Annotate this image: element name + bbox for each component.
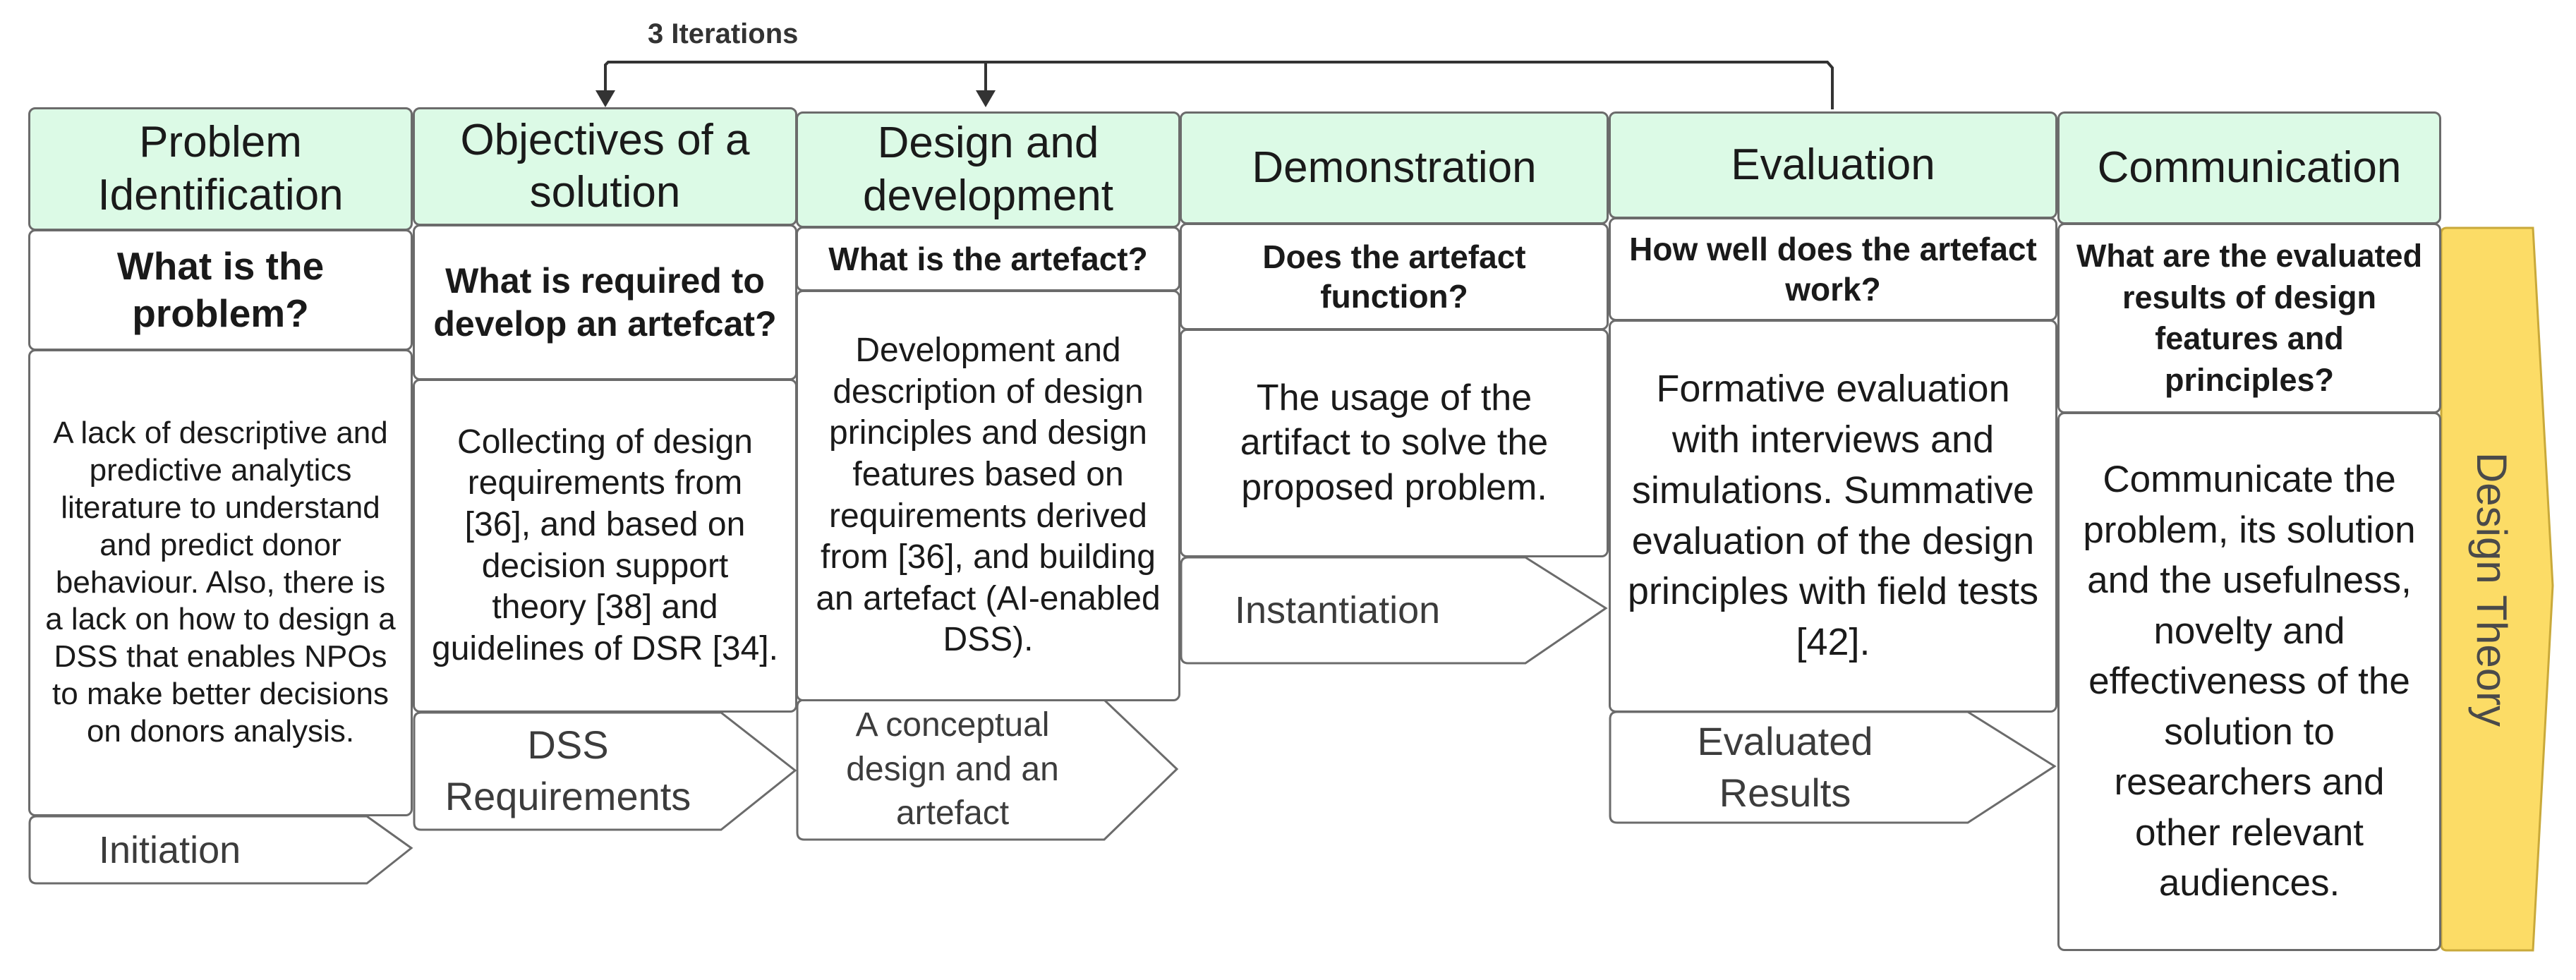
output-arrow-evaluated xyxy=(1609,710,2057,824)
stage-5-title: Evaluation xyxy=(1609,111,2057,219)
stage-4-title: Demonstration xyxy=(1180,111,1609,224)
stage-1-body: A lack of descriptive and predictive ana… xyxy=(28,349,413,816)
stage-6-body: Communicate the problem, its solution an… xyxy=(2057,412,2441,951)
stage-4-body: The usage of the artifact to solve the p… xyxy=(1180,329,1609,557)
design-theory-arrow xyxy=(2440,226,2554,952)
stage-2-question: What is required to develop an artefcat? xyxy=(413,224,797,380)
output-arrow-initiation xyxy=(28,815,413,885)
stage-5-body: Formative evaluation with interviews and… xyxy=(1609,320,2057,713)
stage-3-title: Design and development xyxy=(796,111,1180,228)
iteration-loop xyxy=(595,61,1834,109)
stage-1-output-label: Initiation xyxy=(99,828,241,871)
output-arrow-instantiation xyxy=(1180,556,1608,665)
design-theory-label: Design Theory xyxy=(2468,452,2516,727)
output-arrow-artefact xyxy=(796,698,1179,841)
iterations-label: 3 Iterations xyxy=(648,18,799,49)
stage-3-body: Development and description of design pr… xyxy=(796,290,1180,701)
stage-4-question: Does the artefact function? xyxy=(1180,223,1609,330)
stage-5-output-label: Evaluated Results xyxy=(1697,719,1873,815)
stage-1-title: Problem Identification xyxy=(28,107,413,231)
stage-3-question: What is the artefact? xyxy=(796,226,1180,291)
stage-6-question: What are the evaluated results of design… xyxy=(2057,223,2441,413)
output-arrow-requirements xyxy=(413,711,797,831)
stage-3-output-label: A conceptual design and an artefact xyxy=(846,706,1059,833)
stage-2-output-label: DSS Requirements xyxy=(445,722,691,818)
stage-1-question: What is the problem? xyxy=(28,229,413,351)
stage-5-question: How well does the artefact work? xyxy=(1609,217,2057,321)
stage-2-body: Collecting of design requirements from [… xyxy=(413,379,797,713)
stage-2-title: Objectives of a solution xyxy=(413,107,797,226)
stage-4-output-label: Instantiation xyxy=(1235,588,1441,631)
stage-6-title: Communication xyxy=(2057,111,2441,224)
arrowhead-design xyxy=(976,90,996,107)
arrowhead-objectives xyxy=(595,90,615,107)
